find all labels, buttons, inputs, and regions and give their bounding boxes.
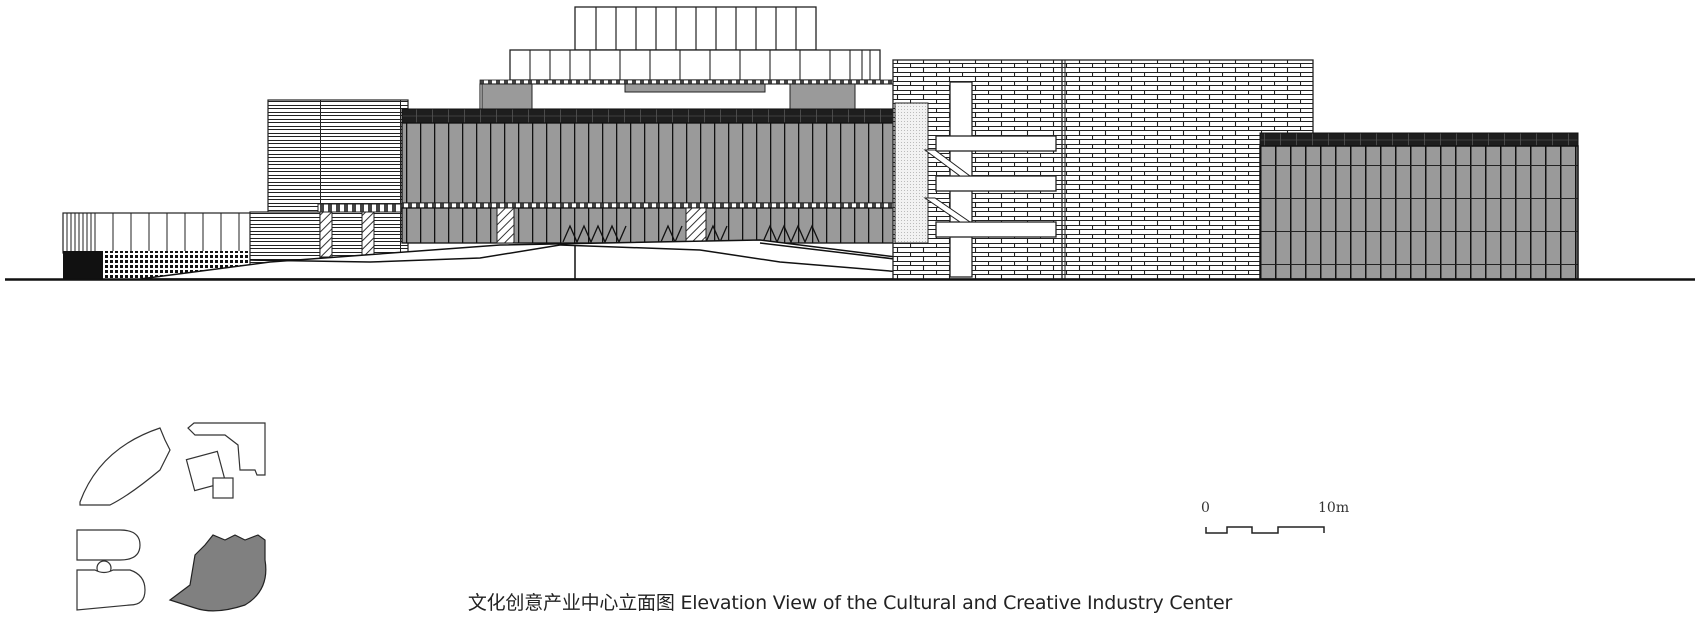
top-crown [479,6,896,110]
key-plan-building-left-lower [76,569,146,611]
brick-tower [892,59,1314,280]
key-plan-building-annex [212,477,234,499]
key-plan-building-left-upper [76,529,141,561]
scale-end-label: 10m [1318,500,1350,516]
key-plan-building-upper-right [187,422,266,476]
left-louvered-block [249,99,409,268]
scale-start-label: 0 [1201,500,1210,516]
key-plan-building-arc [79,427,171,506]
main-glazed-hall [401,108,896,244]
drawing-caption: 文化创意产业中心立面图 Elevation View of the Cultur… [0,588,1700,615]
key-plan [76,422,267,612]
key-plan-highlighted-building [168,534,267,612]
right-glass-box [1259,132,1579,280]
caption-english: Elevation View of the Cultural and Creat… [680,592,1233,614]
scale-bar [1205,526,1325,534]
caption-chinese: 文化创意产业中心立面图 [467,592,675,614]
